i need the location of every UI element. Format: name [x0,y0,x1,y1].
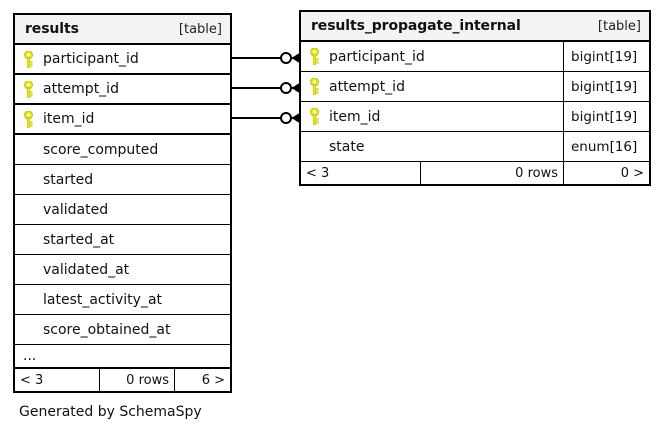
column-name: attempt_id [329,78,405,95]
primary-key-icon [309,108,329,125]
table-row[interactable]: attempt_id bigint[19] [301,72,649,102]
relationship-attempt-id [231,82,301,94]
column-cell: validated_at [15,255,230,284]
table-results-header: results [table] [15,15,230,45]
column-cell: item_id [15,105,230,133]
table-row[interactable]: participant_id bigint[19] [301,42,649,72]
more-columns-ellipsis: ... [15,345,230,369]
prev-relations-button[interactable]: < 3 [20,372,44,388]
table-row[interactable]: started_at [15,225,230,255]
column-name: item_id [43,111,95,127]
column-cell: validated [15,195,230,224]
column-name: validated [43,201,109,218]
row-count-label: 0 rows [420,162,563,184]
column-cell: started_at [15,225,230,254]
column-cell: participant_id [15,45,230,73]
table-propagate-type-tag: [table] [597,18,641,34]
column-type: bigint[19] [563,102,649,131]
column-name: started [43,171,94,188]
table-row[interactable]: item_id [15,105,230,135]
table-row[interactable]: attempt_id [15,75,230,105]
column-name: state [329,138,365,155]
column-cell: latest_activity_at [15,285,230,314]
table-propagate-header: results_propagate_internal [table] [301,12,649,42]
column-name: attempt_id [43,81,119,97]
table-row[interactable]: score_obtained_at [15,315,230,345]
column-cell: item_id [301,102,563,131]
column-cell: attempt_id [301,72,563,101]
primary-key-icon [23,110,43,128]
table-results-title: results [25,21,79,37]
table-row[interactable]: started [15,165,230,195]
column-name: participant_id [329,48,425,65]
table-propagate-footer: < 3 0 rows 0 > [301,162,649,184]
table-row[interactable]: score_computed [15,135,230,165]
primary-key-icon [309,78,329,95]
column-cell: participant_id [301,42,563,71]
table-row[interactable]: latest_activity_at [15,285,230,315]
column-name: participant_id [43,51,139,67]
column-cell: started [15,165,230,194]
table-row[interactable]: participant_id [15,45,230,75]
column-type: bigint[19] [563,72,649,101]
table-row[interactable]: item_id bigint[19] [301,102,649,132]
primary-key-icon [309,48,329,65]
column-cell: attempt_id [15,75,230,103]
column-type: bigint[19] [563,42,649,71]
primary-key-icon [23,50,43,68]
column-name: score_obtained_at [43,321,171,338]
column-cell: score_obtained_at [15,315,230,344]
table-propagate-title: results_propagate_internal [311,18,521,34]
next-relations-button[interactable]: 6 > [174,369,230,391]
table-results-type-tag: [table] [178,21,222,37]
next-relations-button[interactable]: 0 > [563,162,649,184]
row-count-label: 0 rows [99,369,174,391]
column-name: validated_at [43,261,130,278]
table-row[interactable]: validated_at [15,255,230,285]
primary-key-icon [23,80,43,98]
relationship-item-id [231,112,301,124]
column-name: latest_activity_at [43,291,163,308]
column-cell: state [301,132,563,161]
table-row[interactable]: validated [15,195,230,225]
column-name: started_at [43,231,115,248]
table-results-propagate-internal[interactable]: results_propagate_internal [table] parti… [299,10,651,186]
prev-relations-button[interactable]: < 3 [306,165,330,181]
table-results[interactable]: results [table] participant_id [13,13,232,393]
relationship-participant-id [231,52,301,64]
generated-by-caption: Generated by SchemaSpy [19,404,202,420]
column-cell: score_computed [15,135,230,164]
column-name: score_computed [43,141,159,158]
column-name: item_id [329,108,381,125]
column-type: enum[16] [563,132,649,161]
table-row[interactable]: state enum[16] [301,132,649,162]
table-results-footer: < 3 0 rows 6 > [15,369,230,391]
